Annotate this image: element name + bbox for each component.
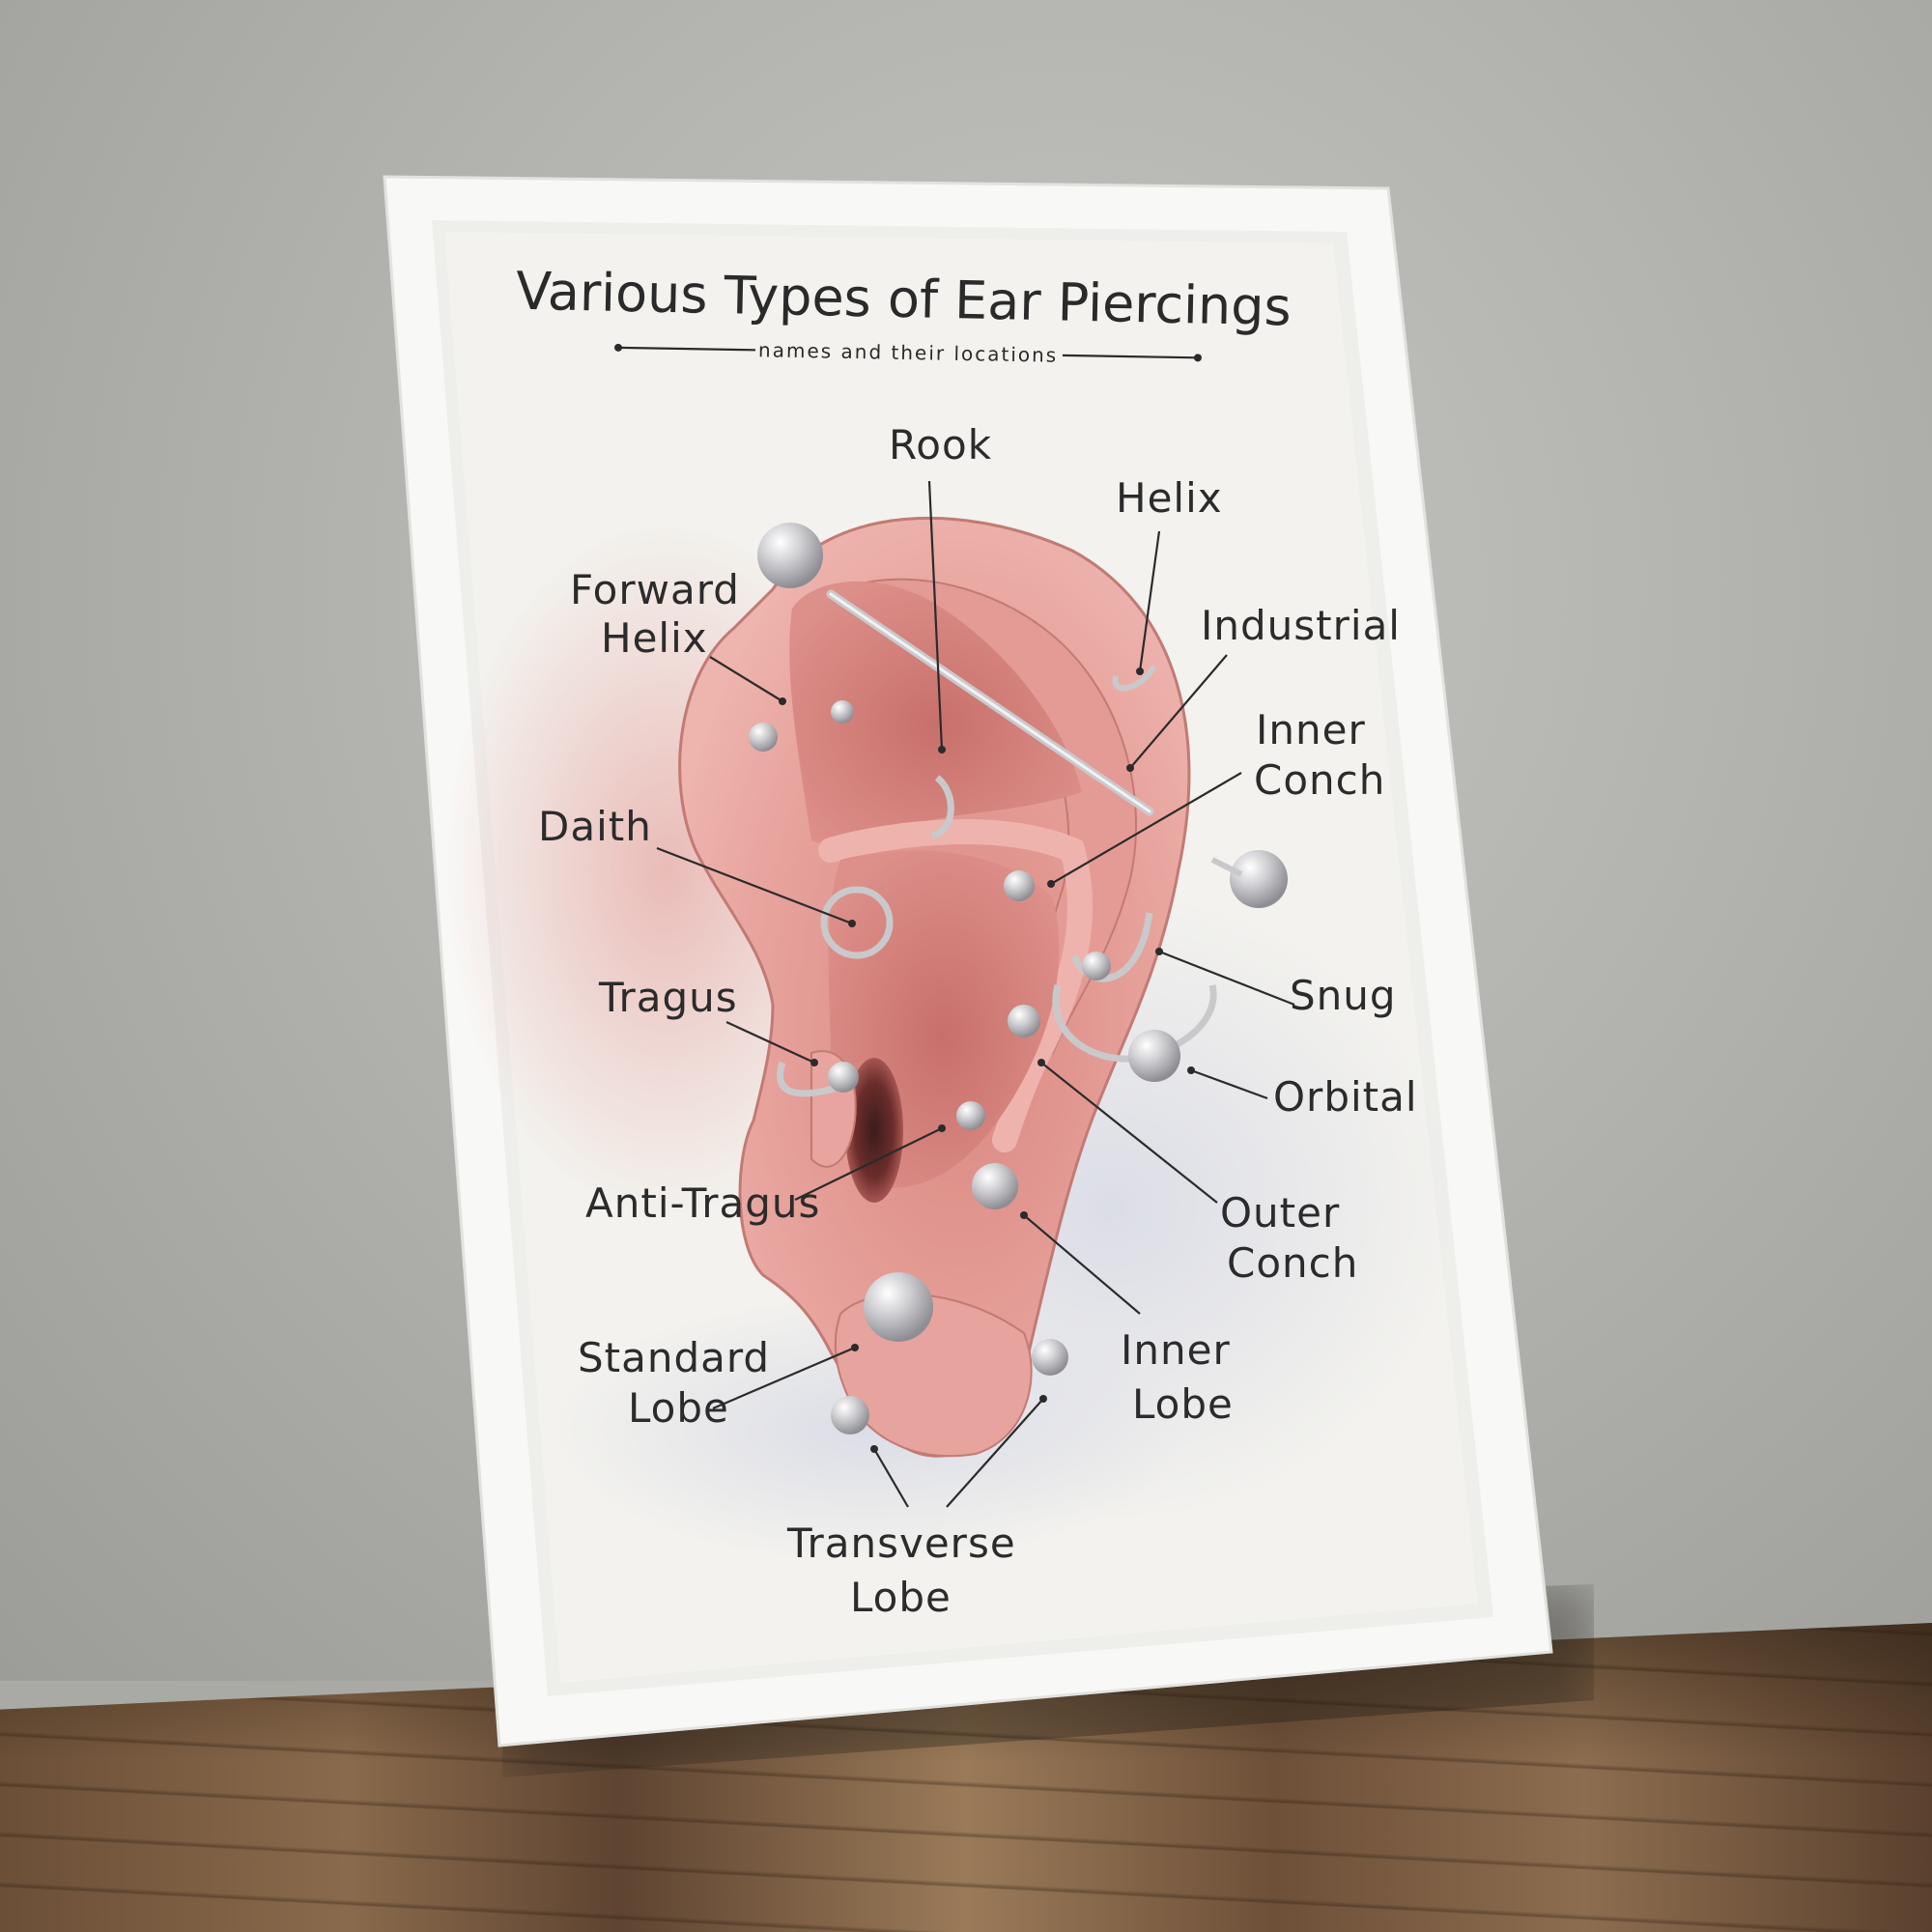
label-inner-conch-1: Inner — [1256, 706, 1366, 753]
poster-subtitle: names and their locations — [758, 338, 1059, 366]
label-outer-conch-1: Outer — [1220, 1189, 1340, 1236]
forward-helix-ball — [757, 523, 823, 588]
title-divider — [614, 343, 1202, 362]
label-orbital: Orbital — [1273, 1073, 1418, 1121]
label-industrial: Industrial — [1201, 602, 1401, 649]
tragus-ring — [777, 1061, 842, 1097]
label-anti-tragus: Anti-Tragus — [585, 1179, 820, 1227]
ear-canal — [845, 1058, 903, 1203]
label-inner-conch-2: Conch — [1254, 756, 1385, 804]
label-inner-lobe-1: Inner — [1121, 1326, 1231, 1374]
label-helix: Helix — [1116, 474, 1223, 522]
label-forward-helix-1: Forward — [570, 566, 740, 613]
label-forward-helix-2: Helix — [601, 614, 708, 662]
ear-upper-bowl — [789, 581, 1082, 843]
outer-conch-stud — [1008, 1005, 1040, 1037]
rook-ring — [930, 775, 954, 839]
piercing-labels: Rook Helix Forward Helix Industrial Inne… — [538, 421, 1418, 1621]
label-transverse-lobe-1: Transverse — [786, 1520, 1016, 1567]
transverse-lobe-ball-1 — [831, 1396, 869, 1435]
forward-helix-stud-2 — [831, 700, 854, 724]
orbital-ball — [1128, 1030, 1180, 1082]
label-standard-lobe-1: Standard — [578, 1334, 770, 1381]
label-snug: Snug — [1290, 972, 1397, 1019]
label-daith: Daith — [538, 803, 652, 850]
tragus-ball — [828, 1062, 859, 1093]
snug-ball — [1082, 952, 1111, 980]
label-standard-lobe-2: Lobe — [628, 1384, 729, 1432]
label-outer-conch-2: Conch — [1227, 1239, 1358, 1287]
helix-barbell-ball — [1230, 850, 1288, 908]
inner-conch-stud — [1004, 870, 1035, 901]
jewelry — [749, 523, 1288, 1435]
label-tragus: Tragus — [598, 974, 738, 1021]
label-transverse-lobe-2: Lobe — [850, 1574, 952, 1621]
forward-helix-stud-1 — [749, 723, 778, 752]
ear-antihelix — [818, 819, 1094, 1152]
leader-lines — [656, 480, 1295, 1508]
anti-tragus-stud — [956, 1101, 985, 1130]
daith-ring — [820, 886, 894, 959]
transverse-lobe-ball-2 — [1032, 1339, 1068, 1376]
label-rook: Rook — [889, 421, 992, 469]
standard-lobe-stud — [864, 1272, 933, 1342]
snug-ring — [1070, 912, 1153, 982]
inner-lobe-stud — [972, 1163, 1018, 1209]
label-inner-lobe-2: Lobe — [1132, 1380, 1234, 1428]
helix-ring — [1112, 665, 1157, 692]
